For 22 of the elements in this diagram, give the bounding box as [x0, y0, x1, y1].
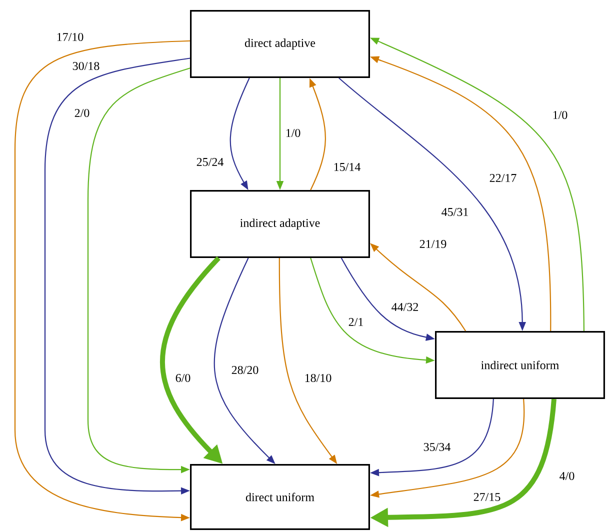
edge-label: 1/0 — [286, 128, 300, 138]
process-box: indirect adaptive — [190, 190, 370, 258]
edge-label: 27/15 — [474, 492, 500, 502]
edge-label: 35/34 — [424, 442, 450, 452]
edge-label: 2/0 — [74, 108, 90, 118]
process-box: indirect uniform — [435, 331, 605, 399]
edge-label: 1/0 — [553, 110, 568, 120]
edge-label: 22/17 — [490, 174, 516, 182]
edge-label: 17/10 — [57, 32, 84, 42]
edge-label: 28/20 — [232, 366, 258, 374]
edge-label: 4/0 — [560, 472, 574, 480]
edge-label: 2/1 — [348, 318, 363, 326]
edge-label: 18/10 — [305, 374, 332, 382]
edge-label: 15/14 — [334, 162, 360, 172]
process-box: direct adaptive — [190, 10, 370, 78]
process-box: direct uniform — [190, 464, 370, 530]
edge-label: 6/0 — [176, 374, 190, 382]
edge-label: 25/24 — [196, 158, 224, 166]
edge-label: 30/18 — [72, 62, 100, 70]
edge-label: 44/32 — [392, 302, 418, 312]
edge-label: 21/19 — [420, 240, 446, 248]
edge-label: 45/31 — [442, 208, 468, 216]
